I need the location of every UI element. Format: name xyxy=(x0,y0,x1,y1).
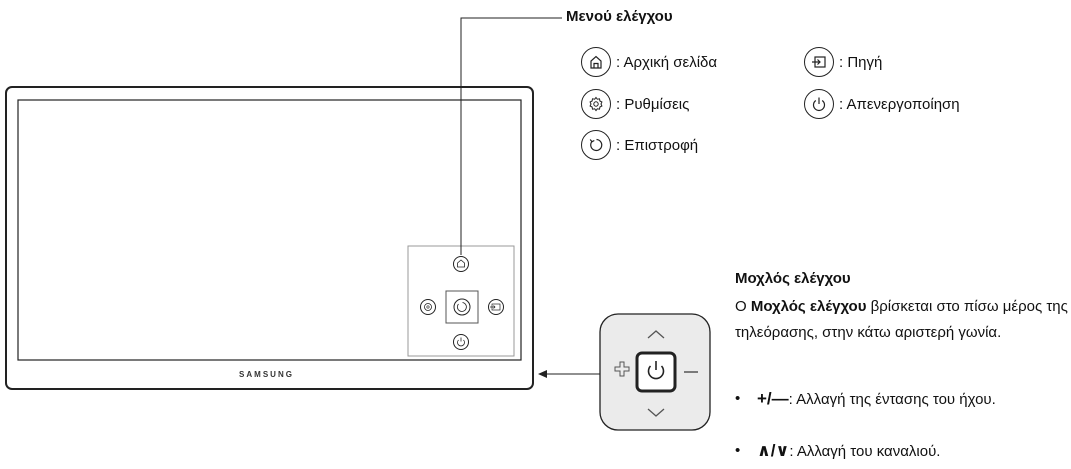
home-icon xyxy=(453,256,469,272)
power-icon xyxy=(453,334,469,350)
desc-bold: Μοχλός ελέγχου xyxy=(750,298,867,315)
legend-label-home: : Αρχική σελίδα xyxy=(616,53,718,71)
legend-item-home: : Αρχική σελίδα xyxy=(581,47,717,77)
stick-plus-icon xyxy=(614,361,630,377)
tv-brand-logo: SAMSUNG xyxy=(239,370,294,379)
stick-arrow-head xyxy=(538,370,547,378)
stick-up-icon xyxy=(647,330,665,339)
home-icon xyxy=(581,47,611,77)
tv-frame xyxy=(5,86,534,390)
control-menu-center-box xyxy=(445,290,479,324)
legend-item-source: : Πηγή xyxy=(804,47,882,77)
legend-label-power: : Απενεργοποίηση xyxy=(839,95,960,113)
legend-label-source: : Πηγή xyxy=(839,53,883,71)
stick-power-icon xyxy=(647,365,665,380)
control-stick-title: Μοχλός ελέγχου xyxy=(735,270,851,287)
menu-leader-line xyxy=(460,17,562,255)
source-icon xyxy=(804,47,834,77)
return-icon xyxy=(581,130,611,160)
legend-item-settings: : Ρυθμίσεις xyxy=(581,89,689,119)
control-stick-center-button xyxy=(635,351,677,393)
legend-label-return: : Επιστροφή xyxy=(616,136,699,154)
return-icon xyxy=(453,298,471,316)
legend-label-settings: : Ρυθμίσεις xyxy=(616,95,690,113)
tv-screen xyxy=(17,99,522,361)
desc-suffix: βρίσκεται στο πίσω μέρος της τηλεόρασης,… xyxy=(735,298,1068,341)
control-menu-title: Μενού ελέγχου xyxy=(566,8,673,25)
legend-item-return: : Επιστροφή xyxy=(581,130,698,160)
settings-icon xyxy=(581,89,611,119)
desc-prefix: Ο xyxy=(735,298,751,315)
volume-text: : Αλλαγή της έντασης του ήχου. xyxy=(788,391,996,408)
stick-down-icon xyxy=(647,408,665,417)
legend-item-power: : Απενεργοποίηση xyxy=(804,89,960,119)
source-icon xyxy=(488,299,504,315)
power-icon xyxy=(804,89,834,119)
control-stick-description: Ο Μοχλός ελέγχου βρίσκεται στο πίσω μέρο… xyxy=(735,294,1071,346)
channel-text: : Αλλαγή του καναλιού. xyxy=(789,443,941,460)
channel-symbol: ∧/∨ xyxy=(757,441,790,460)
settings-icon xyxy=(420,299,436,315)
volume-symbol: +/— xyxy=(757,389,789,408)
